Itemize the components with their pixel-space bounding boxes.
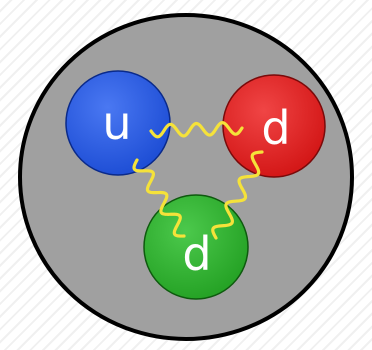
quark-up-label: u xyxy=(102,96,131,150)
gluon-up-down1 xyxy=(149,121,244,139)
gluon-down1-down2 xyxy=(211,150,264,240)
gluon-up-down2 xyxy=(132,158,186,238)
quark-down-2-sphere xyxy=(143,194,249,300)
quark-down-1-label: d xyxy=(261,101,290,155)
quark-down-2-label: d xyxy=(182,227,211,281)
quark-down-1-sphere xyxy=(222,74,326,178)
